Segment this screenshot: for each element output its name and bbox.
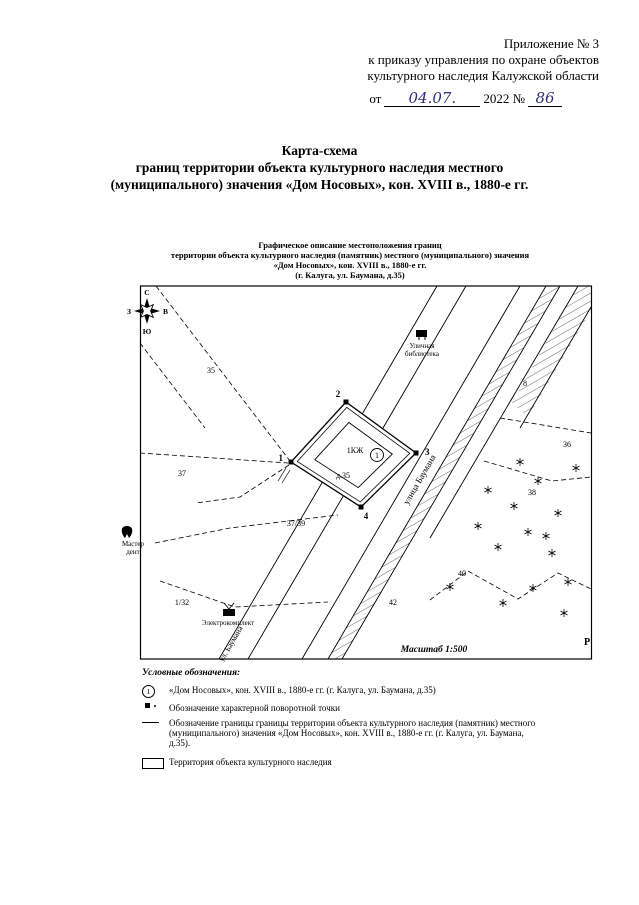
map-frame [139,285,593,660]
compass-east: В [163,307,168,316]
compass-rose: С Ю З В [127,288,168,336]
compass-south: Ю [143,327,152,336]
parcel-boundaries [139,285,592,608]
page-title: Карта-схема границ территории объекта ку… [0,142,639,193]
plot-numbers: 35 37 37/39 1/32 36 38 40 42 8 Р [175,366,590,648]
turning-point-2 [343,399,349,405]
plot-number-40: 40 [458,569,466,578]
date-suffix: 2022 № [483,91,525,106]
legend-territory-symbol [142,757,169,769]
library-poi: Уличная библиотека [405,330,440,358]
map-caption: Графическое описание местоположения гран… [100,240,600,280]
plot-number-37: 37 [178,469,186,478]
header-appendix: Приложение № 3 [503,36,599,51]
plot-number-1-32: 1/32 [175,598,189,607]
street-name-bottom: ул. Баумана [217,624,245,662]
legend-boundary-symbol [142,718,169,723]
legend-title: Условные обозначения: [142,668,241,678]
building-label: 1КЖ [347,446,364,455]
title-line1: Карта-схема [281,143,358,158]
dental-clinic-icon [121,526,133,538]
electro-label: Электрокомплект [202,619,254,627]
title-line2: границ территории объекта культурного на… [135,160,504,175]
point-square-icon [145,703,150,708]
object-number-circle-icon [370,448,384,462]
street-hatching [328,286,560,659]
plot-number-42: 42 [389,598,397,607]
boundary-line-icon [142,722,159,723]
turning-point-3 [413,450,419,456]
dental-poi: Мастер дент [121,526,145,556]
street-lines [218,285,592,660]
handwritten-date: 04.07. [384,90,481,107]
date-prefix: от [369,91,382,106]
legend-point-text: Обозначение характерной поворотной точки [169,703,340,713]
point-label-1: 1 [279,453,284,463]
legend-item-point: Обозначение характерной поворотной точки [142,703,612,713]
plot-number-8: 8 [523,379,527,388]
legend-item-object: 1 «Дом Носовых», кон. XVIII в., 1880-е г… [142,685,612,698]
caption-line1: Графическое описание местоположения гран… [258,240,442,250]
header-order-line1: к приказу управления по охране объектов [368,52,599,67]
letter-r: Р [584,637,590,648]
map-scale: Масштаб 1:500 [400,644,468,655]
object-number: 1 [375,451,379,460]
circled-number-icon: 1 [142,685,155,698]
plot-number-36: 36 [563,440,571,449]
plot-number-37-39: 37/39 [287,519,305,528]
turning-point-4 [358,504,364,510]
legend-object-symbol: 1 [142,685,169,698]
library-icon [416,330,427,340]
legend-item-territory: Территория объекта культурного наследия [142,757,612,769]
building-outline: 1КЖ 1 д.35 [314,421,393,489]
caption-line4: (г. Калуга, ул. Баумана, д.35) [295,270,405,280]
territory-rect-icon [142,758,164,769]
tree-icons [446,457,580,618]
library-label-line2: библиотека [405,350,440,358]
house-number: д.35 [336,471,350,480]
territory-boundary [277,399,419,510]
legend-object-text: «Дом Носовых», кон. XVIII в., 1880-е гг.… [169,685,436,695]
electronics-shop-icon [223,602,235,616]
point-label-4: 4 [364,511,369,521]
dental-label-line1: Мастер [122,540,145,548]
caption-line3: «Дом Носовых», кон. XVIII в., 1880-е гг. [273,260,427,270]
turning-point-labels: 2 3 1 4 [279,389,431,521]
compass-north: С [144,288,149,297]
corner-hatching [512,286,591,417]
legend-item-boundary: Обозначение границы границы территории о… [142,718,612,748]
turning-point-1 [288,459,294,465]
plot-number-35: 35 [207,366,215,375]
dental-label-line2: дент [126,548,139,556]
document-header: Приложение № 3 к приказу управления по о… [367,36,599,107]
map-drawing: 1КЖ 1 д.35 2 3 1 4 35 37 37/39 1/32 36 3… [121,285,593,662]
handwritten-number: 86 [528,90,562,107]
legend-boundary-text: Обозначение границы границы территории о… [169,718,536,748]
header-order-line2: культурного наследия Калужской области [367,68,599,83]
point-label-2: 2 [336,389,341,399]
point-label-3: 3 [425,447,430,457]
legend: Условные обозначения: 1 «Дом Носовых», к… [142,668,612,774]
point-dot-icon [154,704,156,707]
legend-territory-text: Территория объекта культурного наследия [169,757,332,767]
point1-ticks [277,467,291,484]
plot-number-38: 38 [528,488,536,497]
compass-west: З [127,307,131,316]
legend-point-symbol [142,703,169,708]
caption-line2: территории объекта культурного наследия … [170,250,530,260]
electro-poi: Электрокомплект [202,602,254,627]
title-line3: (муниципального) значения «Дом Носовых»,… [110,177,529,192]
library-label-line1: Уличная [410,342,436,350]
